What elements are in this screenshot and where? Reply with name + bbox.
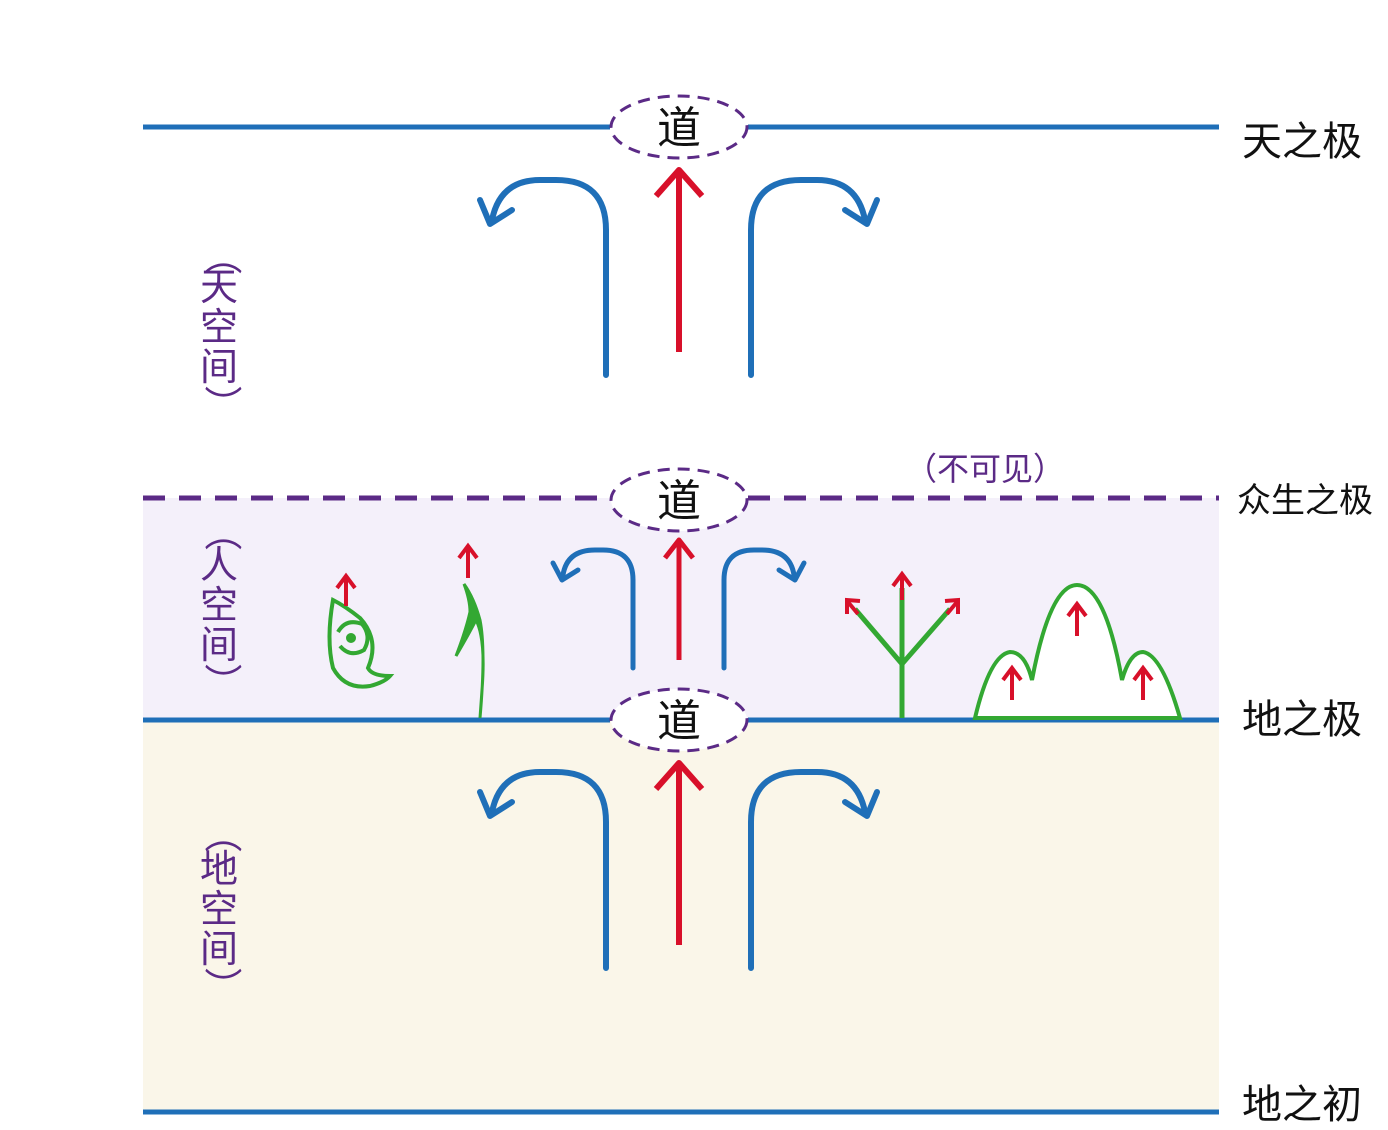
earth-left-arrowhead <box>477 789 515 819</box>
heaven-space-char: 天 <box>200 265 238 309</box>
earth-flow-arrows <box>477 760 880 971</box>
pole-label-beings: 众生之极 <box>1237 481 1373 521</box>
pole-label-heaven: 天之极 <box>1242 119 1362 165</box>
dao-node-bottom: 道 <box>609 687 749 753</box>
heaven-space-char: 间 <box>200 345 238 389</box>
dao-node-top: 道 <box>609 94 749 160</box>
human-left-branch-arrow <box>560 547 636 671</box>
earth-space-char: 地 <box>200 847 238 891</box>
dao-node-middle: 道 <box>609 467 749 533</box>
earth-up-arrowhead <box>653 760 705 791</box>
human-right-branch-arrow <box>721 547 797 671</box>
earth-space-char: 间 <box>200 927 238 971</box>
plant-sprout-icon <box>454 542 485 719</box>
earth-left-branch-arrow <box>489 769 609 971</box>
human-up-arrowhead <box>663 537 695 560</box>
heaven-space-char: （ <box>200 237 244 275</box>
heaven-right-arrowhead <box>842 197 880 227</box>
dao-label-top: 道 <box>657 103 701 154</box>
human-space-char: 空 <box>200 583 238 627</box>
bird-glyph-icon <box>327 572 395 689</box>
earth-right-branch-arrow <box>748 769 868 971</box>
pole-label-earth: 地之极 <box>1242 697 1362 743</box>
heaven-space-char: ） <box>200 385 244 423</box>
heaven-right-branch-arrow <box>748 177 868 378</box>
human-flow-arrows <box>550 537 807 671</box>
heaven-space-label: （ 天 空 间 ） <box>200 237 244 423</box>
heaven-up-arrowhead <box>653 167 705 198</box>
heaven-flow-arrows <box>477 167 880 378</box>
human-space-label: （ 人 空 间 ） <box>200 513 244 701</box>
earth-space-char: ） <box>200 967 244 1005</box>
human-space-char: 人 <box>200 543 238 587</box>
earth-right-arrowhead <box>842 789 880 819</box>
tree-icon <box>845 570 960 718</box>
heaven-space-char: 空 <box>200 305 238 349</box>
human-left-arrowhead <box>550 560 581 583</box>
mountain-icon <box>972 582 1183 720</box>
pole-label-origin: 地之初 <box>1242 1082 1362 1128</box>
dao-label-middle: 道 <box>657 476 701 527</box>
heaven-left-branch-arrow <box>489 177 609 378</box>
earth-space-label: （ 地 空 间 ） <box>200 815 244 1005</box>
human-space-char: （ <box>200 513 244 551</box>
dao-label-bottom: 道 <box>657 696 701 747</box>
earth-space-char: 空 <box>200 887 238 931</box>
heaven-left-arrowhead <box>477 197 515 227</box>
human-space-char: 间 <box>200 623 238 667</box>
human-right-arrowhead <box>776 560 807 583</box>
invisible-note: （不可见） <box>905 450 1065 488</box>
human-space-char: ） <box>200 663 244 701</box>
earth-space-char: （ <box>200 815 244 853</box>
